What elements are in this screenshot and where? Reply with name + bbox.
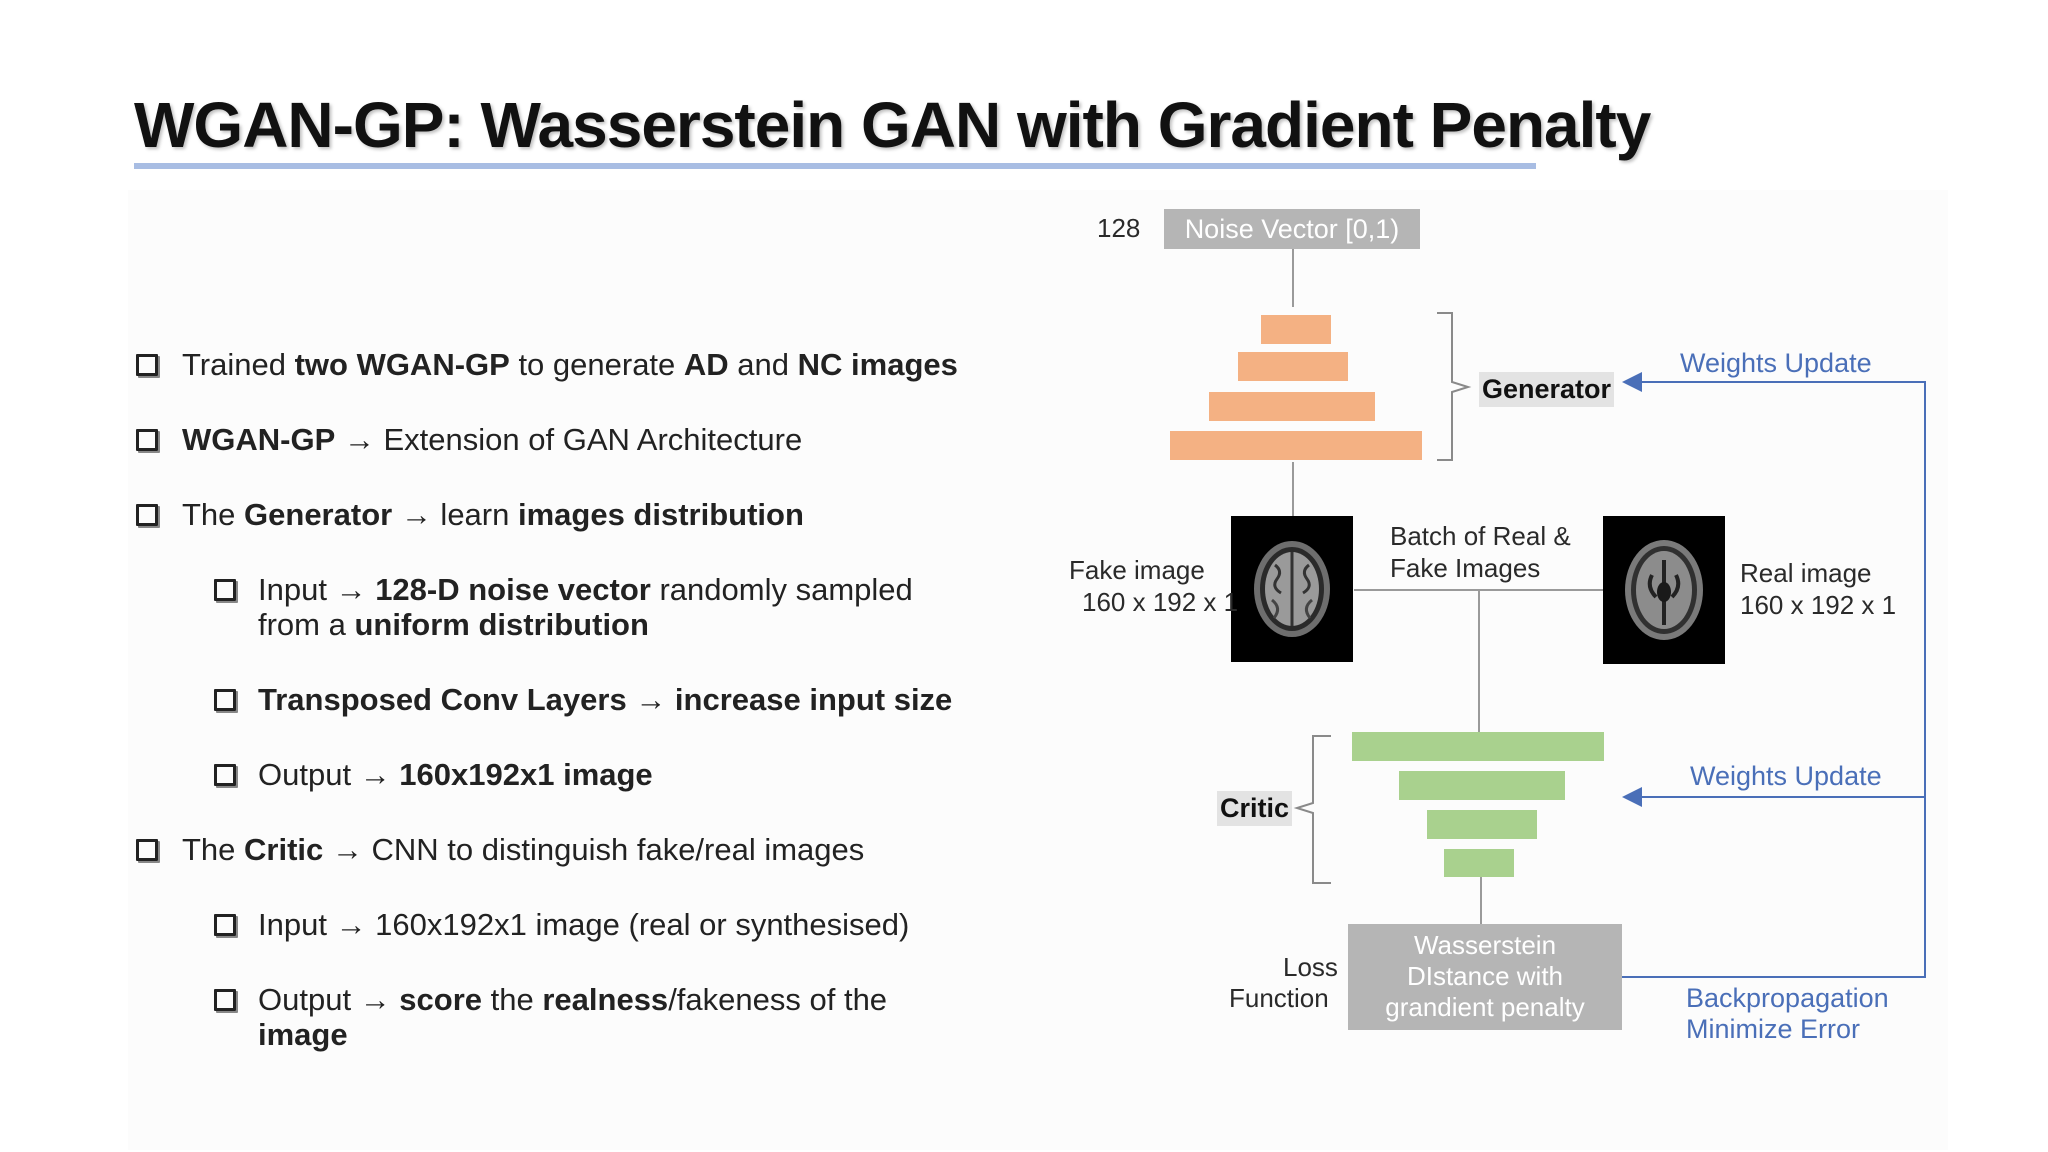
title-underline xyxy=(134,163,1536,169)
noise-dimension-label: 128 xyxy=(1097,213,1141,243)
checkbox-bullet-icon xyxy=(214,989,236,1011)
weights-update-generator-label: Weights Update xyxy=(1680,348,1872,378)
checkbox-bullet-icon xyxy=(136,354,158,376)
fake-image-size: 160 x 192 x 1 xyxy=(1082,587,1239,617)
wasserstein-distance-box: Wasserstein DIstance with grandient pena… xyxy=(1348,924,1622,1030)
loss-label-line1: Loss xyxy=(1283,952,1338,982)
critic-layer-3 xyxy=(1427,810,1537,839)
generator-brace xyxy=(1437,312,1472,461)
checkbox-bullet-icon xyxy=(214,914,236,936)
slide-title: WGAN-GP: Wasserstein GAN with Gradient P… xyxy=(134,89,1651,161)
critic-layer-1 xyxy=(1352,732,1604,761)
checkbox-bullet-icon xyxy=(136,839,158,861)
checkbox-bullet-icon xyxy=(214,579,236,601)
backprop-to-generator-arrow xyxy=(1622,372,1926,978)
real-brain-mri-image xyxy=(1603,516,1725,664)
checkbox-bullet-icon xyxy=(136,504,158,526)
critic-layer-2 xyxy=(1399,771,1565,800)
generator-label: Generator xyxy=(1479,372,1615,407)
generator-layer-2 xyxy=(1238,352,1348,381)
checkbox-bullet-icon xyxy=(136,429,158,451)
fake-image-label: Fake image xyxy=(1069,555,1205,585)
critic-label: Critic xyxy=(1217,791,1293,826)
loss-label-line2: Function xyxy=(1229,983,1329,1013)
batch-label-line1: Batch of Real & xyxy=(1390,521,1571,551)
checkbox-bullet-icon xyxy=(214,764,236,786)
weights-update-critic-label: Weights Update xyxy=(1690,761,1882,791)
batch-label-line2: Fake Images xyxy=(1390,553,1541,583)
real-image-label: Real image xyxy=(1740,558,1872,588)
slide-background xyxy=(128,190,1948,1150)
generator-layer-3 xyxy=(1209,392,1375,421)
critic-layer-4 xyxy=(1444,849,1514,877)
critic-brace xyxy=(1293,735,1331,884)
fake-brain-mri-image xyxy=(1231,516,1353,662)
real-image-size: 160 x 192 x 1 xyxy=(1740,590,1897,620)
backprop-label-line2: Minimize Error xyxy=(1686,1014,1861,1044)
checkbox-bullet-icon xyxy=(214,689,236,711)
generator-layer-4 xyxy=(1170,431,1422,460)
backprop-label-line1: Backpropagation xyxy=(1686,983,1889,1013)
noise-vector-box: Noise Vector [0,1) xyxy=(1164,209,1420,249)
generator-layer-1 xyxy=(1261,315,1331,344)
